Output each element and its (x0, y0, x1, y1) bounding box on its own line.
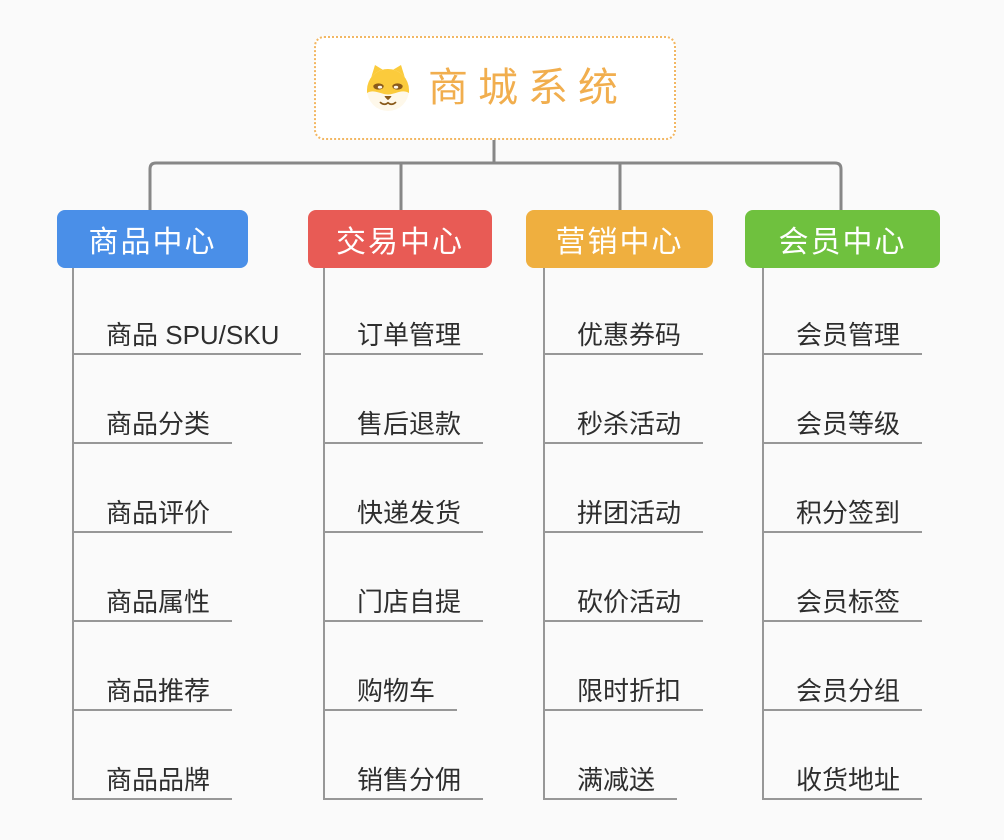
mindmap-node[interactable]: 售后退款 (325, 404, 484, 444)
mindmap-node[interactable]: 商品评价 (74, 493, 233, 533)
mindmap-node[interactable]: 订单管理 (325, 315, 484, 355)
doge-icon (367, 65, 409, 111)
mindmap-node[interactable]: 砍价活动 (545, 582, 704, 622)
mindmap-node[interactable]: 优惠券码 (545, 315, 704, 355)
mindmap-node[interactable]: 满减送 (545, 760, 678, 800)
mindmap-node[interactable]: 购物车 (325, 671, 458, 711)
branch-rail-line (148, 161, 843, 210)
branch-trunk-products: 商品 SPU/SKU 商品分类商品评价商品属性商品推荐商品品牌 (72, 268, 334, 800)
mindmap-node[interactable]: 收货地址 (764, 760, 923, 800)
mindmap-node[interactable]: 商品分类 (74, 404, 233, 444)
branch-header-members[interactable]: 会员中心 (745, 210, 940, 268)
mindmap-node[interactable]: 门店自提 (325, 582, 484, 622)
mindmap-node[interactable]: 限时折扣 (545, 671, 704, 711)
mindmap-node[interactable]: 会员分组 (764, 671, 923, 711)
mindmap-node[interactable]: 商品属性 (74, 582, 233, 622)
root-label: 商城系统 (428, 66, 628, 110)
mindmap-node[interactable]: 会员管理 (764, 315, 923, 355)
branch-trunk-trade: 订单管理售后退款快递发货门店自提购物车销售分佣 (323, 268, 585, 800)
branch-trunk-marketing: 优惠券码秒杀活动拼团活动砍价活动限时折扣满减送 (543, 268, 805, 800)
mindmap-node[interactable]: 销售分佣 (325, 760, 484, 800)
branch-trunk-members: 会员管理会员等级积分签到会员标签会员分组收货地址 (762, 268, 1004, 800)
mindmap-node[interactable]: 秒杀活动 (545, 404, 704, 444)
mindmap-node[interactable]: 拼团活动 (545, 493, 704, 533)
mindmap-node[interactable]: 商品品牌 (74, 760, 233, 800)
mindmap-node[interactable]: 商品推荐 (74, 671, 233, 711)
root-node[interactable]: 商城系统 (314, 36, 676, 140)
mindmap-node[interactable]: 会员等级 (764, 404, 923, 444)
branch-header-marketing[interactable]: 营销中心 (526, 210, 713, 268)
mindmap-node[interactable]: 积分签到 (764, 493, 923, 533)
mindmap-node[interactable]: 商品 SPU/SKU (74, 315, 302, 355)
mindmap-node[interactable]: 会员标签 (764, 582, 923, 622)
branch-header-products[interactable]: 商品中心 (57, 210, 248, 268)
branch-header-trade[interactable]: 交易中心 (308, 210, 492, 268)
mindmap-node[interactable]: 快递发货 (325, 493, 484, 533)
